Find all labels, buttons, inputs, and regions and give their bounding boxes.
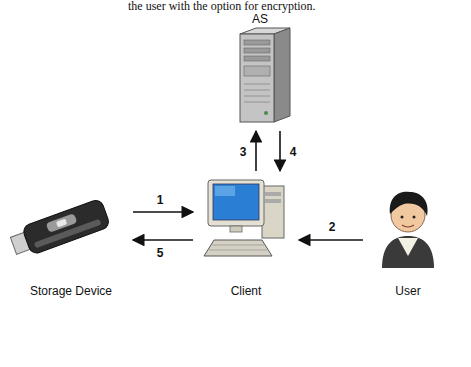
arrow-connector bbox=[133, 211, 193, 213]
step-number: 2 bbox=[328, 221, 337, 234]
arrow-connector bbox=[279, 131, 281, 171]
server-node: AS bbox=[222, 12, 298, 128]
storage-node: Storage Device bbox=[12, 184, 130, 298]
node-label: User bbox=[393, 284, 422, 298]
node-label: Storage Device bbox=[28, 284, 114, 298]
step-number: 1 bbox=[156, 194, 165, 207]
node-label: AS bbox=[250, 12, 270, 26]
client-node: Client bbox=[196, 174, 296, 298]
step-number: 4 bbox=[289, 146, 298, 159]
arrow-connector bbox=[133, 239, 193, 241]
user-icon bbox=[382, 192, 434, 268]
user-node: User bbox=[366, 184, 450, 298]
arrow-connector bbox=[255, 131, 257, 171]
computer-icon bbox=[204, 180, 284, 256]
usb-stick-icon bbox=[8, 198, 110, 260]
step-number: 3 bbox=[239, 146, 248, 159]
step-number: 5 bbox=[156, 247, 165, 260]
arrow-connector bbox=[299, 239, 363, 241]
server-icon bbox=[240, 28, 290, 122]
node-label: Client bbox=[229, 284, 264, 298]
caption-text: the user with the option for encryption. bbox=[128, 0, 316, 13]
